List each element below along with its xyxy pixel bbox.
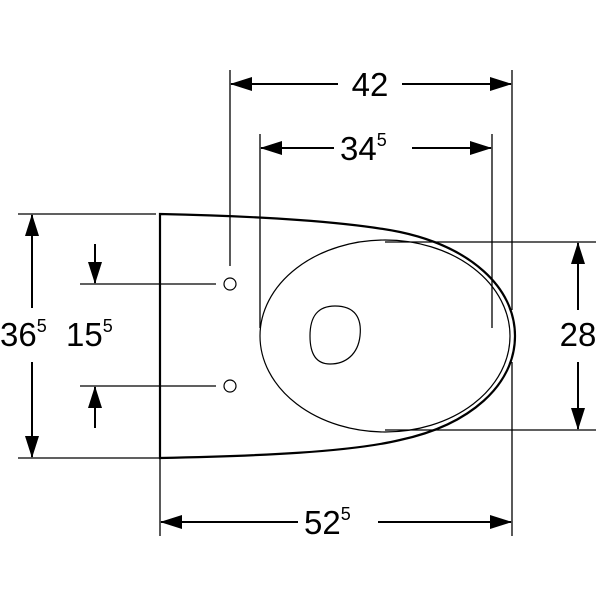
dimension-36-5: 365: [0, 214, 47, 458]
bowl-outlet: [309, 305, 361, 365]
dimension-label: 42: [352, 66, 389, 103]
dimension-28: 28: [560, 242, 597, 430]
dimension-label: 525: [304, 504, 351, 541]
mounting-hole-bottom: [223, 379, 237, 393]
extension-lines: [18, 70, 596, 536]
dimension-42: 42: [230, 66, 512, 103]
dimension-52-5: 525: [160, 504, 512, 541]
dimension-34-5: 345: [260, 130, 492, 167]
dimension-label: 365: [0, 316, 47, 353]
dimension-label: 155: [66, 316, 113, 353]
toilet-outline: [158, 212, 517, 460]
mounting-hole-top: [223, 277, 237, 291]
dimension-label: 345: [340, 130, 387, 167]
dimension-label: 28: [560, 316, 597, 353]
bowl-rim: [259, 239, 511, 433]
dimension-15-5: 155: [66, 244, 113, 428]
